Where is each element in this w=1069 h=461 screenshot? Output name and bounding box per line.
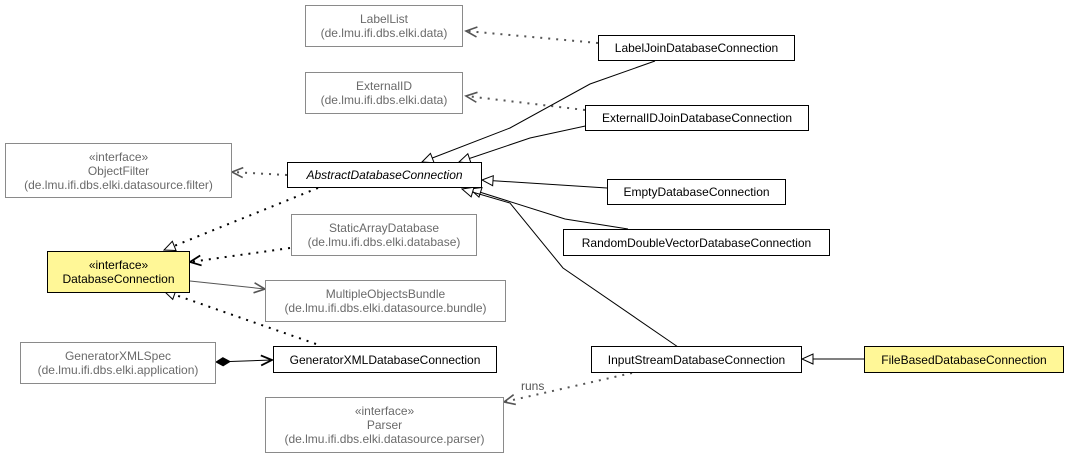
edge-generatorxml-databaseconnection: [162, 289, 317, 345]
edge-randomdouble-abstract: [468, 186, 629, 230]
edge-inputstream-parser: [502, 372, 633, 406]
node-abstractdatabaseconnection-name: AbstractDatabaseConnection: [306, 168, 463, 182]
node-labellist-package: (de.lmu.ifi.dbs.elki.data): [320, 26, 448, 40]
edge-inputstream-abstract: [460, 186, 679, 348]
edge-emptydb-abstract: [480, 174, 608, 189]
edge-externalidjoin-abstract: [457, 124, 591, 164]
node-objectfilter[interactable]: «interface» ObjectFilter (de.lmu.ifi.dbs…: [5, 143, 232, 198]
node-externalid[interactable]: ExternalID (de.lmu.ifi.dbs.elki.data): [305, 72, 463, 114]
node-objectfilter-package: (de.lmu.ifi.dbs.elki.datasource.filter): [24, 177, 213, 192]
node-generatorxmlspec-name: GeneratorXMLSpec: [64, 349, 172, 363]
node-databaseconnection-stereotype: «interface»: [88, 258, 149, 272]
node-filebaseddatabaseconnection[interactable]: FileBasedDatabaseConnection: [864, 346, 1064, 373]
node-labeljoindatabaseconnection-name: LabelJoinDatabaseConnection: [614, 41, 779, 55]
node-inputstreamdatabaseconnection-name: InputStreamDatabaseConnection: [607, 352, 786, 367]
node-externalid-package: (de.lmu.ifi.dbs.elki.data): [320, 93, 448, 107]
node-objectfilter-name: ObjectFilter: [87, 163, 150, 178]
node-emptydatabaseconnection-name: EmptyDatabaseConnection: [623, 185, 770, 199]
node-randomdoublevectordatabaseconnection[interactable]: RandomDoubleVectorDatabaseConnection: [563, 229, 830, 256]
node-emptydatabaseconnection[interactable]: EmptyDatabaseConnection: [607, 179, 786, 205]
node-inputstreamdatabaseconnection[interactable]: InputStreamDatabaseConnection: [591, 346, 802, 373]
edge-labeljoin-abstract: [420, 60, 656, 164]
node-filebaseddatabaseconnection-name: FileBasedDatabaseConnection: [881, 352, 1047, 367]
node-parser-package: (de.lmu.ifi.dbs.elki.datasource.parser): [284, 432, 485, 446]
node-databaseconnection-name: DatabaseConnection: [62, 272, 175, 286]
node-databaseconnection[interactable]: «interface» DatabaseConnection: [47, 251, 190, 293]
node-parser-name: Parser: [366, 418, 403, 432]
node-parser[interactable]: «interface» Parser (de.lmu.ifi.dbs.elki.…: [265, 397, 504, 453]
edge-databaseconnection-multipleobjectsbundle: [189, 280, 267, 294]
node-externalidjoindatabaseconnection[interactable]: ExternalIDJoinDatabaseConnection: [585, 105, 809, 131]
node-parser-stereotype: «interface»: [354, 404, 415, 418]
edge-staticarray-databaseconnection: [190, 247, 291, 262]
node-labellist[interactable]: LabelList (de.lmu.ifi.dbs.elki.data): [305, 5, 463, 47]
node-externalid-name: ExternalID: [355, 79, 413, 93]
edge-generatorxmlspec-generatorxmldb: [216, 360, 272, 362]
node-generatorxmlspec[interactable]: GeneratorXMLSpec (de.lmu.ifi.dbs.elki.ap…: [20, 342, 216, 384]
node-generatorxmlspec-package: (de.lmu.ifi.dbs.elki.application): [37, 363, 199, 377]
node-objectfilter-stereotype: «interface»: [88, 149, 149, 164]
node-generatorxmldatabaseconnection[interactable]: GeneratorXMLDatabaseConnection: [273, 346, 497, 373]
node-externalidjoindatabaseconnection-name: ExternalIDJoinDatabaseConnection: [601, 111, 793, 125]
node-multipleobjectsbundle[interactable]: MultipleObjectsBundle (de.lmu.ifi.dbs.el…: [265, 280, 506, 322]
node-abstractdatabaseconnection[interactable]: AbstractDatabaseConnection: [287, 162, 482, 188]
node-staticarraydatabase[interactable]: StaticArrayDatabase (de.lmu.ifi.dbs.elki…: [291, 214, 477, 256]
node-labeljoindatabaseconnection[interactable]: LabelJoinDatabaseConnection: [598, 35, 795, 61]
edge-externalidjoin-externalid: [464, 91, 586, 111]
edge-abstract-objectfilter: [230, 166, 288, 179]
node-randomdoublevectordatabaseconnection-name: RandomDoubleVectorDatabaseConnection: [581, 235, 812, 250]
node-generatorxmldatabaseconnection-name: GeneratorXMLDatabaseConnection: [289, 352, 481, 367]
node-multipleobjectsbundle-name: MultipleObjectsBundle: [325, 287, 446, 301]
edge-label-runs: runs: [521, 379, 545, 393]
node-multipleobjectsbundle-package: (de.lmu.ifi.dbs.elki.datasource.bundle): [284, 301, 487, 315]
edge-labeljoin-labellist: [464, 26, 599, 44]
node-staticarraydatabase-name: StaticArrayDatabase: [328, 221, 440, 235]
node-staticarraydatabase-package: (de.lmu.ifi.dbs.elki.database): [307, 235, 461, 249]
node-labellist-name: LabelList: [359, 12, 409, 26]
